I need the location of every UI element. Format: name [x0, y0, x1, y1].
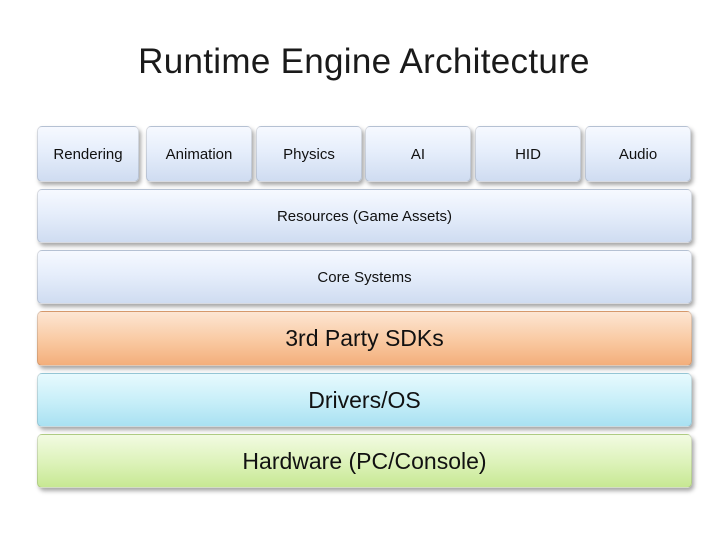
module-physics: Physics: [256, 126, 362, 182]
diagram-title: Runtime Engine Architecture: [138, 42, 590, 81]
module-ai: AI: [365, 126, 471, 182]
layer-3rd-party-sdks: 3rd Party SDKs: [37, 311, 692, 366]
module-audio: Audio: [585, 126, 691, 182]
layer-resources: Resources (Game Assets): [37, 189, 692, 243]
layer-drivers-os: Drivers/OS: [37, 373, 692, 427]
layer-core-systems: Core Systems: [37, 250, 692, 304]
module-hid: HID: [475, 126, 581, 182]
module-animation: Animation: [146, 126, 252, 182]
layer-hardware: Hardware (PC/Console): [37, 434, 692, 488]
module-rendering: Rendering: [37, 126, 139, 182]
